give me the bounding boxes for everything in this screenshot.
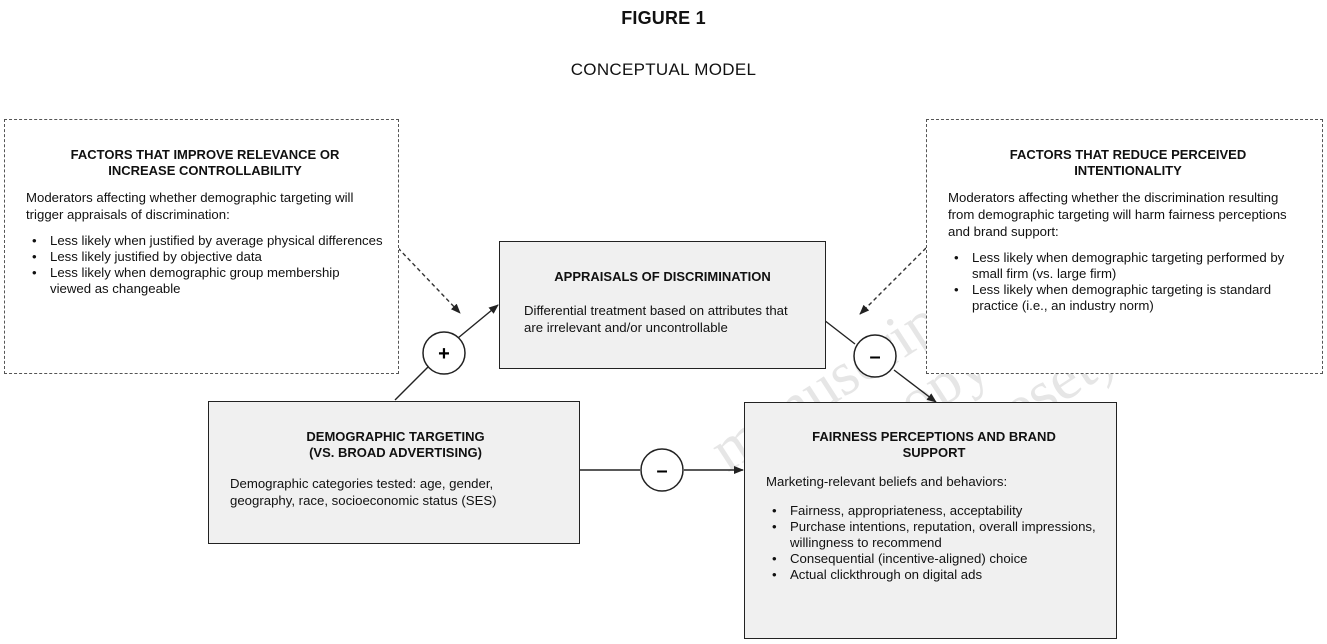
list-item: Less likely when demographic targeting i…	[948, 282, 1308, 314]
appraisals-title: APPRAISALS OF DISCRIMINATION	[554, 269, 771, 284]
outcomes-title: FAIRNESS PERCEPTIONS AND BRAND SUPPORT	[812, 429, 1056, 460]
outcomes-box: FAIRNESS PERCEPTIONS AND BRAND SUPPORT M…	[744, 402, 1117, 639]
list-item: Actual clickthrough on digital ads	[766, 567, 1102, 583]
right-moderator-title: FACTORS THAT REDUCE PERCEIVED INTENTIONA…	[1009, 147, 1247, 178]
targeting-box: DEMOGRAPHIC TARGETING (VS. BROAD ADVERTI…	[208, 401, 580, 544]
left-moderator-title: FACTORS THAT IMPROVE RELEVANCE OR INCREA…	[70, 147, 340, 178]
targeting-title-line-1: DEMOGRAPHIC TARGETING	[306, 429, 485, 444]
figure-title: FIGURE 1	[621, 8, 706, 28]
outcomes-list: Fairness, appropriateness, acceptability…	[766, 503, 1102, 583]
minus-sign-right-label: –	[869, 346, 880, 368]
right-moderator-arrow	[859, 247, 927, 315]
targeting-body: Demographic categories tested: age, gend…	[230, 476, 497, 508]
left-moderator-box: FACTORS THAT IMPROVE RELEVANCE OR INCREA…	[4, 119, 399, 374]
left-moderator-list: Less likely when justified by average ph…	[26, 233, 384, 297]
list-item: Fairness, appropriateness, acceptability	[766, 503, 1102, 519]
left-moderator-intro: Moderators affecting whether demographic…	[26, 190, 354, 222]
targeting-to-appraisals-arrow	[457, 304, 499, 339]
plus-sign-circle: +	[422, 331, 466, 375]
appraisals-body: Differential treatment based on attribut…	[524, 303, 788, 335]
plus-sign-label: +	[438, 343, 450, 365]
appraisals-box: APPRAISALS OF DISCRIMINATION Differentia…	[499, 241, 826, 369]
left-moderator-arrow	[397, 247, 461, 314]
figure-subtitle: CONCEPTUAL MODEL	[570, 60, 757, 79]
minus-sign-circle-right: –	[853, 334, 897, 378]
list-item: Less likely justified by objective data	[26, 249, 384, 265]
list-item: Purchase intentions, reputation, overall…	[766, 519, 1102, 551]
appraisals-to-outcomes-arrow	[893, 369, 937, 403]
minus-sign-circle-bottom: –	[640, 448, 684, 492]
outcomes-intro: Marketing-relevant beliefs and behaviors…	[766, 474, 1008, 489]
list-item: Less likely when demographic group membe…	[26, 265, 384, 297]
list-item: Less likely when demographic targeting p…	[948, 250, 1308, 282]
right-moderator-list: Less likely when demographic targeting p…	[948, 250, 1308, 314]
targeting-title-line-2: (VS. BROAD ADVERTISING)	[309, 445, 482, 460]
appraisals-to-outcomes-path	[823, 319, 856, 345]
right-moderator-box: FACTORS THAT REDUCE PERCEIVED INTENTIONA…	[926, 119, 1323, 374]
list-item: Less likely when justified by average ph…	[26, 233, 384, 249]
minus-sign-bottom-label: –	[656, 460, 667, 482]
right-moderator-intro: Moderators affecting whether the discrim…	[948, 190, 1287, 239]
list-item: Consequential (incentive-aligned) choice	[766, 551, 1102, 567]
targeting-to-appraisals-path	[394, 366, 429, 401]
